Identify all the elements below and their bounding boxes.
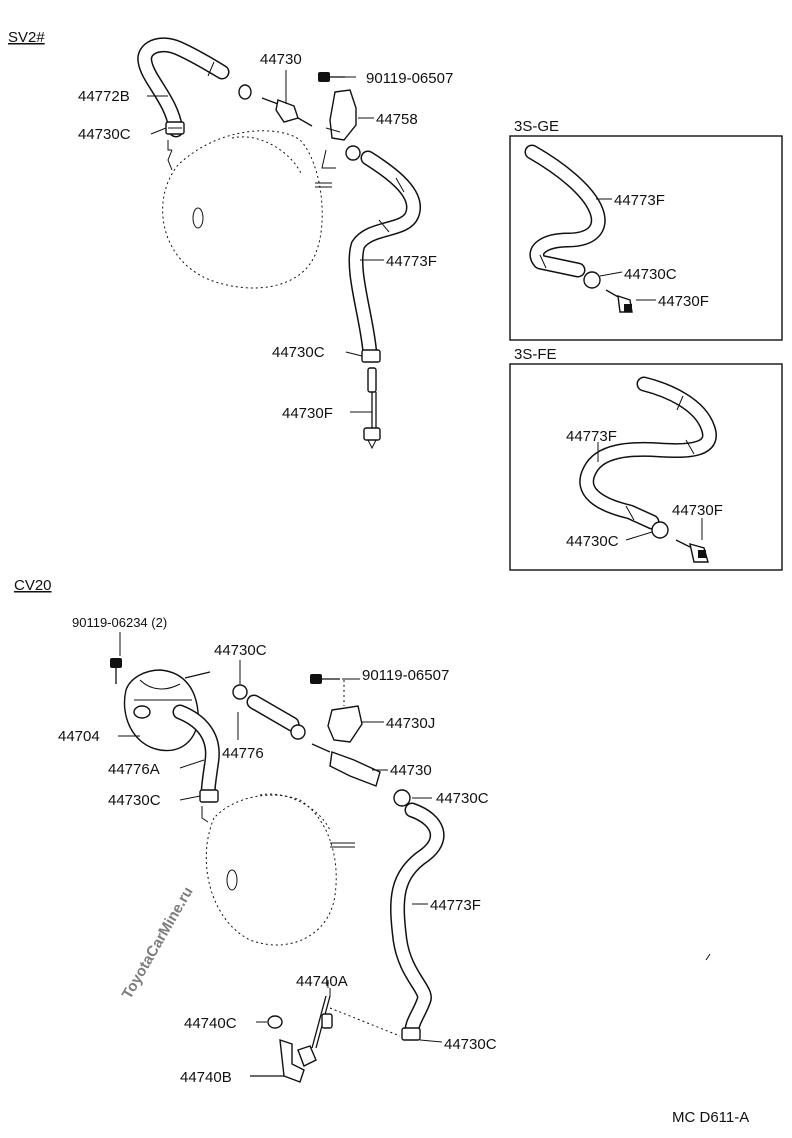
brake-booster-sv2 xyxy=(162,130,332,289)
clamp-sv2-bracket xyxy=(345,145,361,161)
bolt-90119-06507-cv20 xyxy=(310,674,360,706)
bracket-44758 xyxy=(321,89,374,169)
hose-44776a xyxy=(172,704,220,803)
label-44776: 44776 xyxy=(222,745,264,762)
label-44772b: 44772B xyxy=(78,88,130,105)
bolt-90119-06507-sv2 xyxy=(318,72,356,82)
label-44730c-fe: 44730C xyxy=(566,533,619,550)
fitting-44740a xyxy=(311,988,333,1049)
section-label-cv20: CV20 xyxy=(14,577,52,594)
label-44773f-fe: 44773F xyxy=(566,428,617,445)
brake-booster-cv20 xyxy=(205,793,355,946)
clamp-44730c-sv2-bottom xyxy=(361,349,381,363)
label-44730-cv20: 44730 xyxy=(390,762,432,779)
hose-44773f-sv2 xyxy=(348,150,421,363)
bolt-90119-06234 xyxy=(110,632,122,684)
label-44740b: 44740B xyxy=(180,1069,232,1086)
section-label-3s-ge: 3S-GE xyxy=(514,118,559,135)
label-44730c-cv20-left: 44730C xyxy=(108,792,161,809)
dashed-connector xyxy=(329,1007,401,1037)
clamp-44730c-cv20-top xyxy=(232,660,248,700)
fitting-44730f-ge xyxy=(605,289,633,313)
fitting-44730f-sv2 xyxy=(363,367,381,450)
leader-lines-fe xyxy=(597,442,703,541)
label-44730c-sv2-left: 44730C xyxy=(78,126,131,143)
label-44758: 44758 xyxy=(376,111,418,128)
label-44730c-sv2-bottom: 44730C xyxy=(272,344,325,361)
watermark-text: ToyotaCarMine.ru xyxy=(119,884,197,1002)
box-3s-fe: 3S-FE 44773F 44730F 44730C xyxy=(509,346,783,571)
bracket-44740b xyxy=(250,1038,317,1083)
label-44730c-cv20-bottom: 44730C xyxy=(444,1036,497,1053)
label-44730f-ge: 44730F xyxy=(658,293,709,310)
label-44730c-cv20-top: 44730C xyxy=(214,642,267,659)
label-90119-06234: 90119-06234 (2) xyxy=(72,615,167,630)
clamp-44730c-cv20-right xyxy=(393,789,432,807)
box-3s-ge: 3S-GE 44773F 44730C 44730F xyxy=(509,118,783,341)
label-44704: 44704 xyxy=(58,728,100,745)
label-44730j: 44730J xyxy=(386,715,435,732)
label-90119-06507-cv20: 90119-06507 xyxy=(362,667,449,684)
clamp-44730c-cv20-left xyxy=(199,789,219,823)
vacuum-pump-44704 xyxy=(123,669,211,752)
section-label-sv2: SV2# xyxy=(8,29,45,46)
label-44776a: 44776A xyxy=(108,761,160,778)
cv20-section: CV20 xyxy=(14,577,497,1086)
label-44730f-sv2: 44730F xyxy=(282,405,333,422)
section-label-3s-fe: 3S-FE xyxy=(514,346,557,363)
label-44773f-ge: 44773F xyxy=(614,192,665,209)
label-44730c-ge: 44730C xyxy=(624,266,677,283)
cap-44740c xyxy=(256,1015,283,1029)
label-90119-06507-sv2: 90119-06507 xyxy=(366,70,453,87)
hose-44773f-fe xyxy=(579,376,717,530)
hose-44776 xyxy=(237,694,300,740)
label-44773f-cv20: 44773F xyxy=(430,897,481,914)
label-44740c: 44740C xyxy=(184,1015,237,1032)
sv2-section: SV2# xyxy=(8,29,453,450)
clamp-44730c-fe xyxy=(651,521,669,539)
leader-lines-cv20 xyxy=(118,735,329,988)
bracket-44730j xyxy=(327,705,384,743)
label-44730-sv2: 44730 xyxy=(260,51,302,68)
clamp-44730c-cv20-bottom xyxy=(401,1027,443,1043)
stray-mark xyxy=(705,953,711,961)
clamp-44730c-sv2-left xyxy=(165,121,185,151)
clamp-cv20-mid xyxy=(290,724,306,740)
hose-44773f-cv20 xyxy=(390,802,445,1038)
check-valve-44730-cv20 xyxy=(311,743,388,787)
leader-lines-sv2 xyxy=(147,95,384,413)
check-valve-44730-sv2 xyxy=(261,70,313,127)
hose-44772b xyxy=(137,37,230,138)
fitting-44730f-fe xyxy=(675,539,709,563)
figure-code: MC D611-A xyxy=(672,1109,749,1126)
label-44730c-cv20-right: 44730C xyxy=(436,790,489,807)
clamp-sv2-top xyxy=(238,84,252,100)
label-44740a: 44740A xyxy=(296,973,348,990)
label-44773f-sv2: 44773F xyxy=(386,253,437,270)
clamp-44730c-ge xyxy=(583,271,601,289)
leader-lines-ge xyxy=(596,198,656,301)
hose-44773f-ge xyxy=(524,144,606,278)
label-44730f-fe: 44730F xyxy=(672,502,723,519)
